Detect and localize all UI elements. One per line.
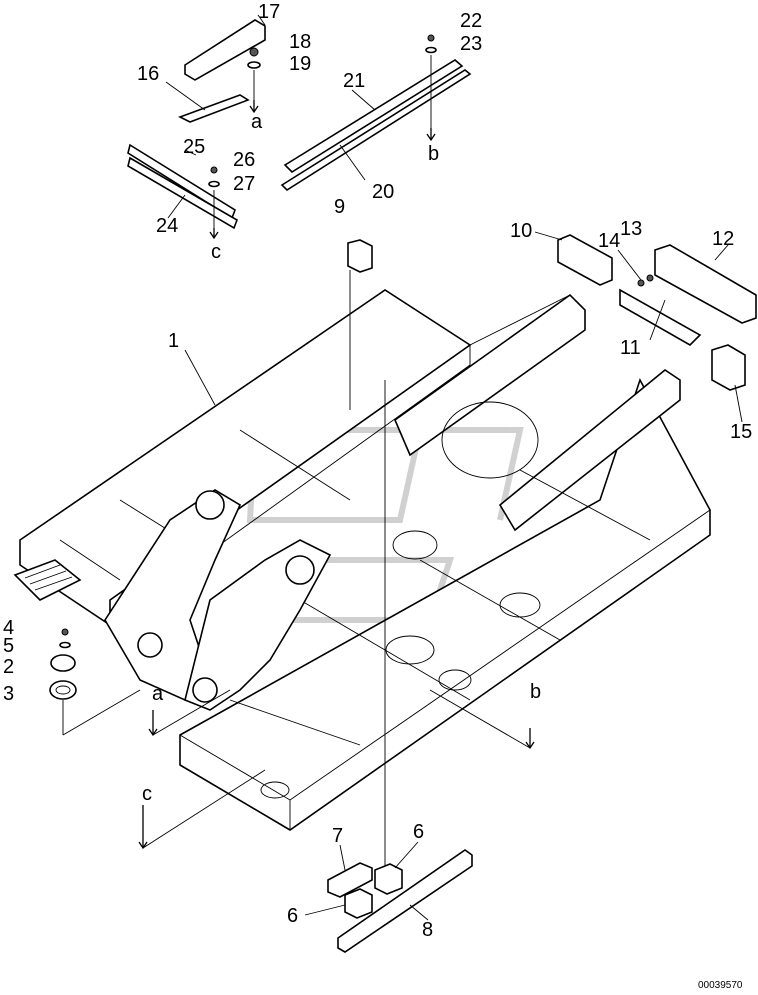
callout-6a: 6 [413,821,424,843]
figure-number: 00039570 [698,980,743,991]
ref-a-bottom: a [152,683,164,705]
parts-6-8 [327,849,473,953]
parts-24-27 [127,143,238,230]
ref-arrows [138,100,535,850]
reference-letters: a b c a b c [142,111,541,805]
callout-2: 2 [3,656,14,678]
callout-19: 19 [289,53,311,75]
callout-8: 8 [422,919,433,941]
callout-9: 9 [334,196,345,218]
leader-lines [165,14,743,921]
part-9 [347,239,373,410]
callout-25: 25 [183,136,205,158]
parts-16-19 [177,19,266,123]
callout-26: 26 [233,149,255,171]
callout-14: 14 [598,230,620,252]
callout-15: 15 [730,421,752,443]
callout-11: 11 [620,337,641,359]
ref-b-top: b [428,143,439,165]
callout-13: 13 [620,218,642,240]
callout-18: 18 [289,31,311,53]
callout-27: 27 [233,173,255,195]
ref-c-bottom: c [142,783,152,805]
callout-3: 3 [3,683,14,705]
callout-24: 24 [156,215,178,237]
callout-10: 10 [510,220,532,242]
callout-labels: 1 2 3 4 5 6 6 7 8 9 10 11 12 13 14 15 16… [3,1,752,941]
parts-20-23 [280,34,472,192]
callout-21: 21 [343,70,365,92]
ref-c-top: c [211,241,221,263]
callout-17: 17 [258,1,280,23]
callout-6b: 6 [287,905,298,927]
callout-16: 16 [137,63,159,85]
callout-20: 20 [372,181,394,203]
parts-10-15 [557,234,757,391]
revolving-frame [13,289,711,831]
parts-2-5 [49,628,141,736]
callout-23: 23 [460,33,482,55]
ref-a-top: a [251,111,263,133]
callout-4: 4 [3,617,14,639]
callout-7: 7 [332,825,343,847]
callout-22: 22 [460,10,482,32]
ref-b-bottom: b [530,681,541,703]
callout-12: 12 [712,228,734,250]
callout-5: 5 [3,635,14,657]
callout-1: 1 [168,330,179,352]
